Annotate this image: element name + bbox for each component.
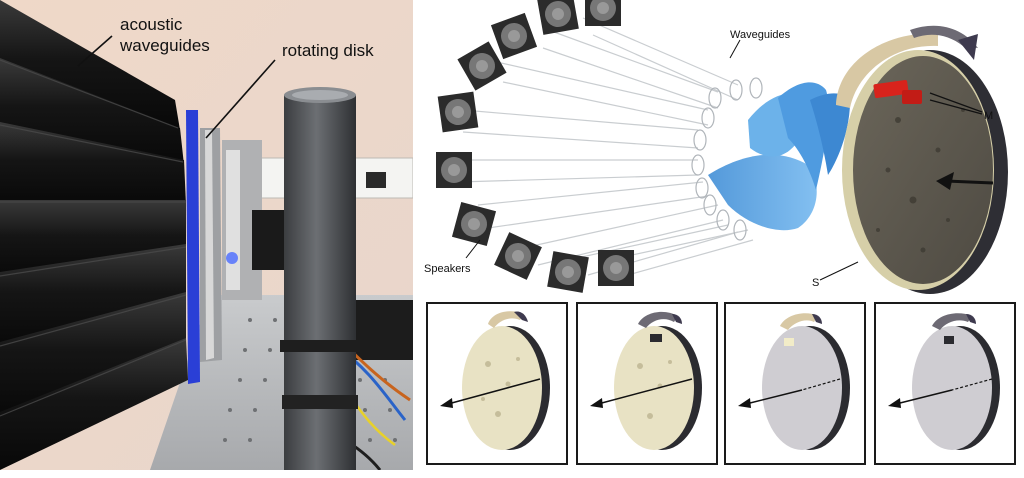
panel-3-graphic	[738, 313, 850, 450]
waveguides-leader	[729, 39, 741, 59]
s-leader	[819, 261, 859, 281]
speaker-array	[436, 0, 634, 293]
label-acoustic: acoustic	[120, 15, 183, 34]
photo-graphic: acoustic waveguides rotating disk	[0, 0, 413, 470]
m-leader-2	[929, 99, 983, 115]
disk-leader-line	[205, 59, 276, 139]
panel-plain-disk-1	[724, 302, 866, 465]
panel-plain-disk-2	[874, 302, 1016, 465]
panel-foam-sample-1	[426, 302, 568, 465]
setup-photo: acoustic waveguides rotating disk	[0, 0, 413, 470]
label-waveguides-schematic: Waveguides	[730, 29, 791, 41]
label-waveguides: waveguides	[119, 36, 210, 55]
speakers-leader	[465, 239, 481, 259]
sample-disk	[842, 50, 1008, 294]
panel-foam-sample-2	[576, 302, 718, 465]
helical-wavefront	[708, 82, 850, 231]
schematic-illustration: Waveguides M Speakers S	[418, 0, 1024, 298]
panel-4-graphic	[888, 313, 1000, 450]
schematic-graphic: Waveguides M Speakers S	[424, 0, 1008, 294]
panel-1-graphic	[440, 311, 550, 450]
label-speakers: Speakers	[424, 263, 471, 275]
label-s: S	[812, 277, 819, 289]
panel-2-graphic	[590, 311, 702, 450]
label-rotating-disk: rotating disk	[282, 41, 374, 60]
label-m: M	[984, 110, 993, 122]
m-leader-1	[929, 92, 983, 113]
rotation-arrows	[836, 25, 978, 108]
waveguides-leader-line	[77, 35, 113, 67]
